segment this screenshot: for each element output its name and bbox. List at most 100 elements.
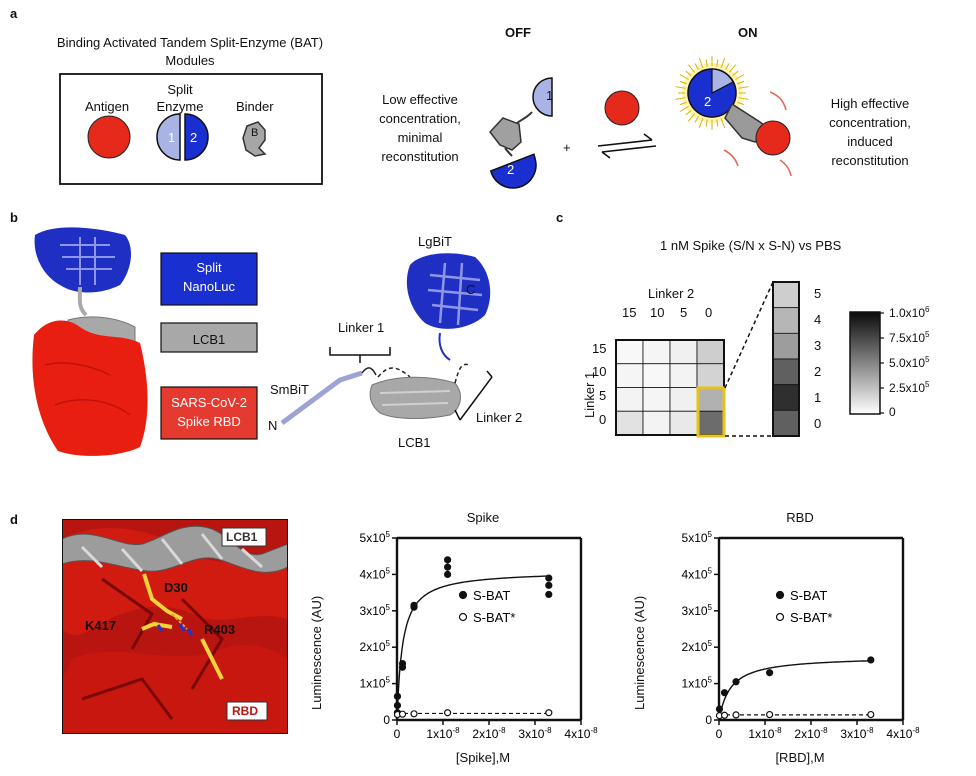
rbd-label-box — [226, 701, 268, 721]
legend-lcb1: LCB1 — [192, 332, 226, 347]
x-tick-label: 4x10-8 — [886, 726, 920, 741]
glow-ray — [687, 64, 696, 73]
bat-title-line2: Modules — [165, 53, 215, 68]
legend-nanoluc-1: Split — [196, 260, 222, 275]
on-motion-3 — [779, 159, 792, 177]
heatmap-cell — [696, 363, 725, 388]
off-linker2 — [504, 147, 513, 157]
x-tick-label: 2x10-8 — [472, 726, 506, 741]
legend-rbd-box — [160, 386, 258, 440]
panel-b-graphics — [32, 227, 493, 456]
legend-label: S-BAT* — [473, 610, 515, 625]
zoom-frame — [772, 281, 800, 437]
point-s-bat — [545, 574, 553, 582]
hm-xtick-5: 5 — [680, 305, 688, 320]
legend-marker — [458, 612, 468, 622]
heatmap-cell — [615, 387, 644, 412]
legend-rbd-2: Spike RBD — [177, 414, 241, 429]
zoom-tick-3: 3 — [814, 338, 822, 353]
bat-title-line1: Binding Activated Tandem Split-Enzyme (B… — [56, 35, 324, 50]
glow-ray — [720, 58, 726, 68]
glow-ray — [675, 86, 686, 89]
closeup-rbd-label: RBD — [232, 704, 258, 718]
glow-ray — [728, 64, 737, 73]
glow-ray — [698, 118, 704, 128]
on-antigen — [755, 120, 791, 156]
zoom-tick-1: 1 — [814, 390, 822, 405]
closeup-lcb1-label: LCB1 — [226, 530, 258, 544]
eq-arrow-back — [601, 145, 657, 153]
off-part1-number: 1 — [546, 88, 554, 103]
point-s-bat — [545, 581, 553, 589]
on-desc-1: High effective — [830, 96, 910, 111]
legend-rbd-1: SARS-CoV-2 — [171, 395, 247, 410]
heatmap-cell — [696, 339, 725, 365]
panel-c-letter: c — [556, 210, 564, 225]
on-desc-2: concentration, — [829, 115, 911, 130]
split-enzyme-part2 — [184, 113, 209, 161]
cbar-tick-2.5e5: 2.5x105 — [889, 380, 930, 395]
glow-ray — [716, 119, 719, 127]
hm-xtick-0: 0 — [705, 305, 713, 320]
y-tick-label: 3x105 — [682, 603, 713, 618]
legend-marker — [775, 612, 785, 622]
y-tick-label: 5x105 — [682, 530, 713, 545]
on-motion-2 — [723, 149, 739, 167]
closeup-d30: D30 — [164, 580, 188, 595]
point-s-bat — [443, 570, 452, 579]
glow-ray — [737, 101, 745, 106]
glow-ray — [738, 86, 749, 89]
glow-ray — [685, 70, 692, 77]
glow-ray — [679, 101, 687, 106]
rbd-ylabel: Luminescence (AU) — [632, 595, 647, 710]
y-tick-label: 0 — [705, 713, 712, 727]
smbit-strand — [280, 370, 363, 426]
glow-ray — [679, 80, 687, 85]
nanoluc-sheets — [60, 237, 115, 285]
binder-shape — [242, 121, 267, 157]
lcb1-helix-closeup — [62, 525, 288, 573]
glow-ray — [679, 74, 689, 80]
point-s-bat-star — [867, 710, 875, 719]
zoom-cell — [772, 281, 800, 309]
eq-arrow-forward — [597, 139, 653, 147]
point-s-bat-star — [443, 709, 452, 717]
hm-ytick-5: 5 — [599, 388, 607, 403]
point-s-bat — [715, 705, 724, 713]
glow-ray — [705, 119, 708, 127]
y-tick-label: 1x105 — [360, 676, 391, 691]
heatmap-cell — [669, 339, 698, 365]
n-terminus-label: N — [268, 418, 278, 433]
on-motion-1 — [769, 91, 787, 111]
fit-line-solid — [718, 660, 871, 721]
glow-ray — [725, 63, 730, 70]
heatmap-cell — [642, 410, 671, 436]
fit-line-solid — [396, 575, 549, 721]
legend-marker — [775, 590, 785, 600]
colorbar-ticks — [880, 312, 884, 414]
x-tick-label: 0 — [394, 727, 401, 741]
glow-ray — [698, 58, 704, 68]
linker2-bracket — [454, 370, 493, 421]
x-tick-label: 0 — [716, 727, 723, 741]
off-desc-1: Low effective — [382, 92, 458, 107]
point-s-bat — [393, 692, 402, 700]
legend-nanoluc-2: NanoLuc — [182, 279, 236, 294]
y-tick-label: 5x105 — [360, 530, 391, 545]
heatmap-xlabel: Linker 2 — [648, 286, 695, 301]
off-desc-2: concentration, — [379, 111, 461, 126]
on-part1 — [711, 68, 734, 94]
heatmap-cell — [669, 363, 698, 388]
heatmap-cell — [642, 363, 671, 388]
glow-ray — [720, 118, 726, 128]
y-tick-label: 2x105 — [360, 639, 391, 654]
linker1-bracket — [329, 347, 391, 363]
glow-ray — [738, 97, 749, 100]
panel-d-letter: d — [10, 512, 18, 527]
zoom-cell — [772, 358, 800, 386]
hm-ytick-10: 10 — [592, 364, 607, 379]
point-s-bat-star — [398, 710, 407, 718]
glow-ray — [735, 74, 745, 80]
on-part2-number: 2 — [704, 94, 712, 109]
point-s-bat — [398, 659, 407, 668]
